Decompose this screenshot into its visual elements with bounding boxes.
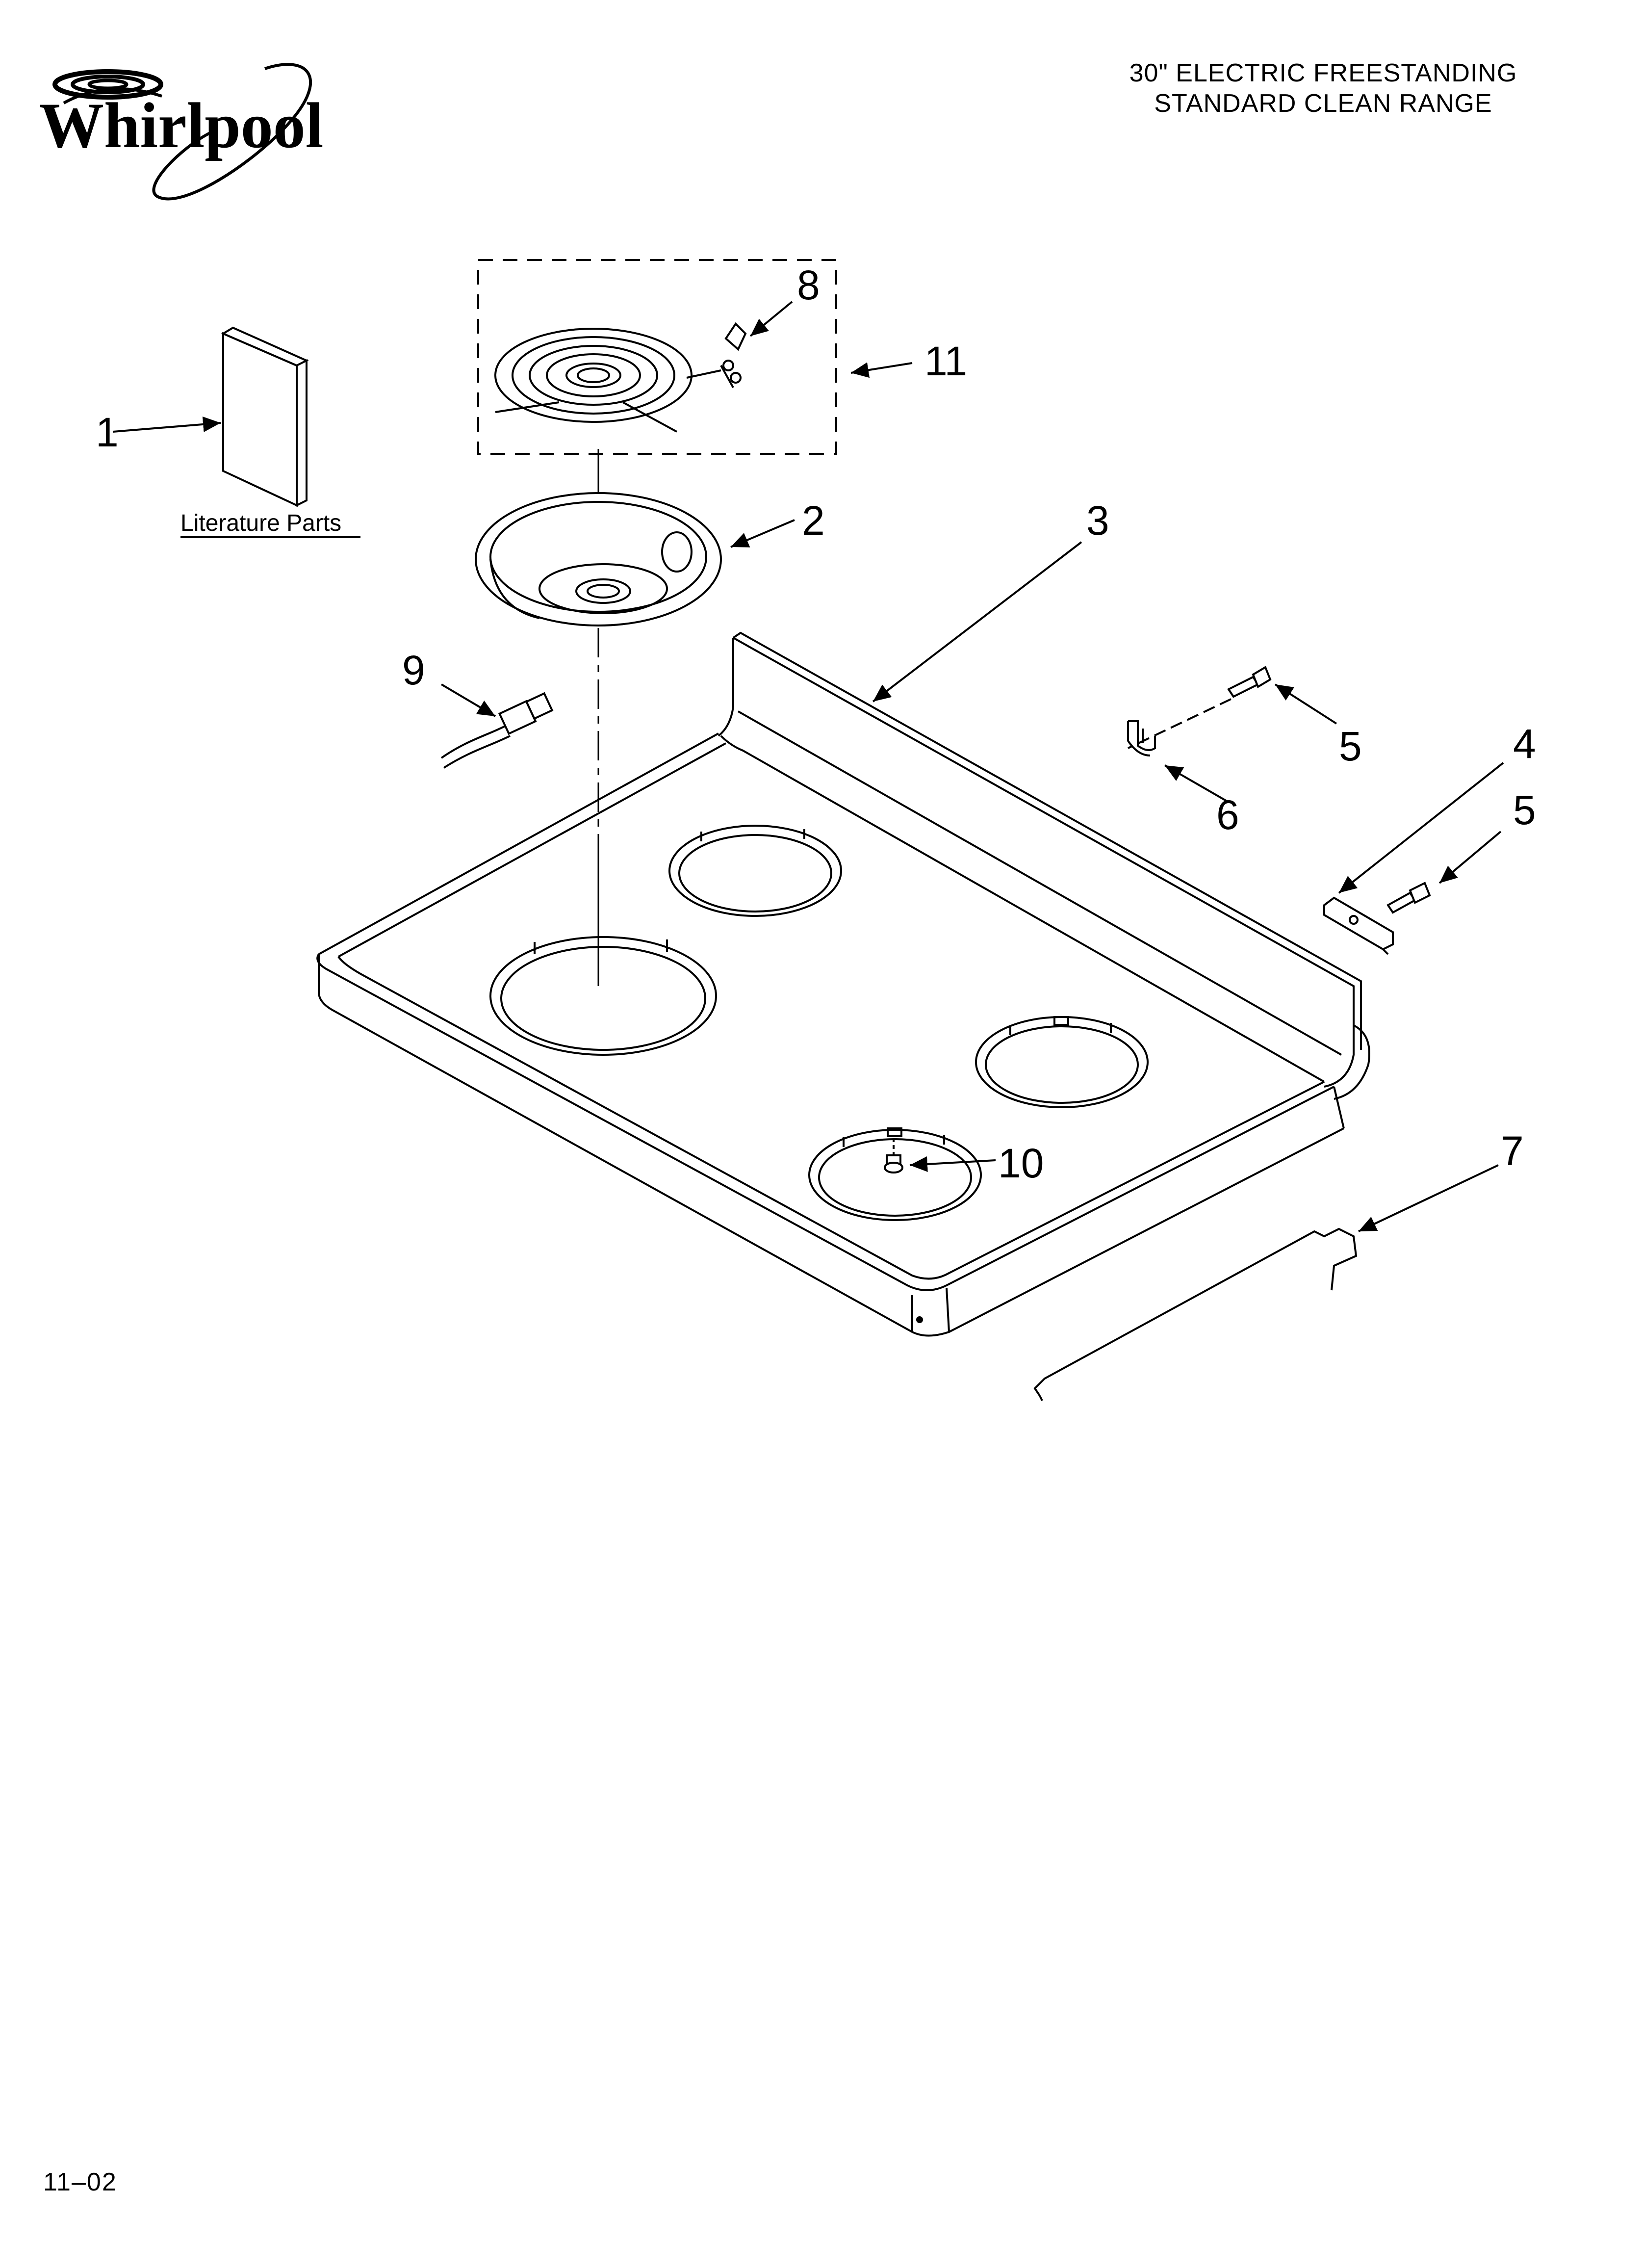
- whirlpool-logo: Whirlpool: [34, 49, 338, 216]
- leader-line-11: [850, 362, 913, 378]
- surface-element-assembly-box: [477, 259, 837, 455]
- leader-line-5-lower: [1438, 831, 1502, 884]
- callout-3: 3: [1086, 497, 1109, 544]
- callout-11: 11: [924, 338, 967, 384]
- callout-9: 9: [402, 647, 425, 693]
- callout-2: 2: [802, 497, 825, 544]
- wire-rod-7: [1033, 1227, 1358, 1401]
- leader-line-6: [1164, 764, 1229, 803]
- literature-parts-panel: [221, 326, 309, 507]
- burner-opening-rear-left: [668, 825, 842, 917]
- date-code: 11–02: [43, 2168, 117, 2196]
- cooktop: [316, 631, 1370, 1337]
- title-line-2: STANDARD CLEAN RANGE: [1154, 89, 1492, 118]
- callout-8: 8: [797, 262, 820, 308]
- callout-5-upper: 5: [1339, 723, 1362, 769]
- leader-line-7: [1358, 1164, 1499, 1232]
- callout-4: 4: [1513, 721, 1536, 767]
- burner-opening-front-right: [808, 1127, 982, 1221]
- screw-5-lower: [1386, 882, 1431, 914]
- wire-connector: [440, 692, 554, 769]
- clip-6: [1127, 720, 1156, 756]
- leader-line-5-upper: [1274, 683, 1337, 725]
- callout-5-lower: 5: [1513, 787, 1536, 833]
- surface-element-coil: [494, 328, 721, 433]
- brand-wordmark: Whirlpool: [39, 89, 323, 161]
- drip-bowl: [475, 492, 722, 626]
- callout-7: 7: [1501, 1128, 1524, 1174]
- leader-line-1: [112, 416, 221, 433]
- title-line-1: 30" ELECTRIC FREESTANDING: [1129, 59, 1517, 87]
- terminal-block: [720, 322, 747, 388]
- leader-line-4: [1338, 762, 1504, 894]
- callout-6: 6: [1216, 792, 1239, 838]
- burner-opening-rear-right: [975, 1016, 1149, 1108]
- callout-1: 1: [96, 409, 119, 455]
- leader-line-3: [872, 541, 1082, 703]
- screw-5-upper: [1128, 666, 1272, 749]
- callout-10: 10: [998, 1140, 1044, 1186]
- leader-line-2: [730, 519, 795, 548]
- literature-parts-label: Literature Parts: [180, 510, 341, 536]
- bracket-4: [1323, 896, 1394, 955]
- page-title: 30" ELECTRIC FREESTANDING STANDARD CLEAN…: [1053, 58, 1593, 119]
- leader-line-10: [909, 1156, 996, 1172]
- burner-opening-front-left: [489, 936, 717, 1056]
- leader-line-8: [749, 301, 793, 337]
- leader-line-9: [440, 683, 496, 717]
- screw-10: [884, 1138, 903, 1173]
